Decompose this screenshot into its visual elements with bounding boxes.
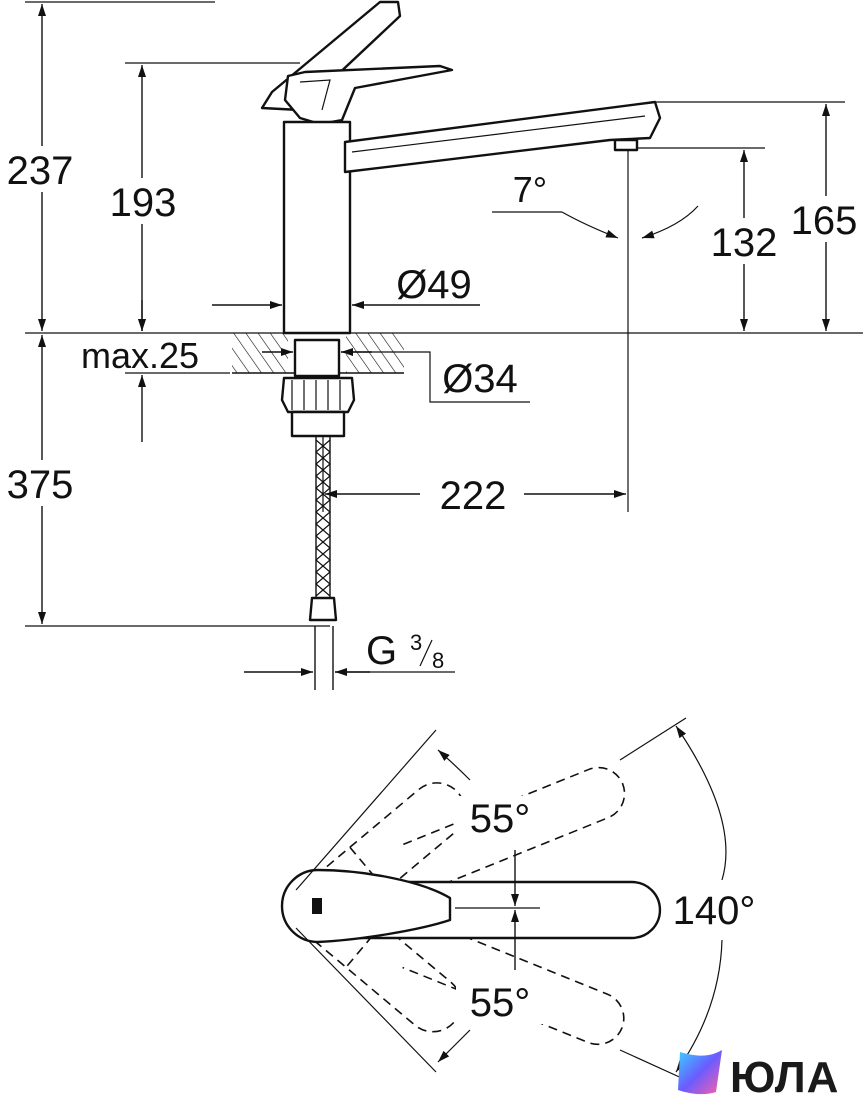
yula-brand-text: ЮЛА (730, 1053, 839, 1100)
faucet-body (282, 120, 352, 335)
dim-thread-prefix: G (366, 629, 397, 673)
yula-logo-icon (678, 1050, 722, 1095)
dim-thread-numerator: 3 (410, 630, 422, 655)
lever-handle (283, 64, 454, 126)
side-view: 237 193 165 132 7° Ø49 Ø34 max.25 (0, 0, 863, 690)
dim-spout-height: 193 (110, 181, 177, 225)
aerator (613, 138, 639, 152)
dim-mount-hole-diameter: Ø34 (442, 357, 518, 401)
handle-top-view (280, 868, 452, 944)
yula-watermark: ЮЛА (678, 1050, 839, 1100)
flexible-hose (308, 436, 338, 690)
nut-base (290, 410, 346, 438)
dim-body-diameter: Ø49 (396, 263, 472, 307)
mounting-nut (280, 376, 356, 414)
dim-thread-denominator: 8 (432, 648, 444, 673)
dim-spout-angle: 7° (513, 169, 547, 210)
dim-outlet-height: 132 (711, 221, 778, 265)
dim-reach: 222 (440, 474, 507, 518)
angle-total-swing: 140° (673, 889, 756, 933)
top-view: 55° 55° 140° (280, 717, 764, 1081)
spout (343, 100, 662, 174)
dim-hose-length: 375 (7, 463, 74, 507)
dim-aerator-height: 165 (791, 199, 858, 243)
angle-left-swing: 55° (470, 797, 531, 841)
shank (293, 338, 341, 378)
angle-right-swing: 55° (470, 981, 531, 1025)
dim-total-height: 237 (7, 149, 74, 193)
dim-max-deck-thickness: max.25 (81, 335, 199, 376)
